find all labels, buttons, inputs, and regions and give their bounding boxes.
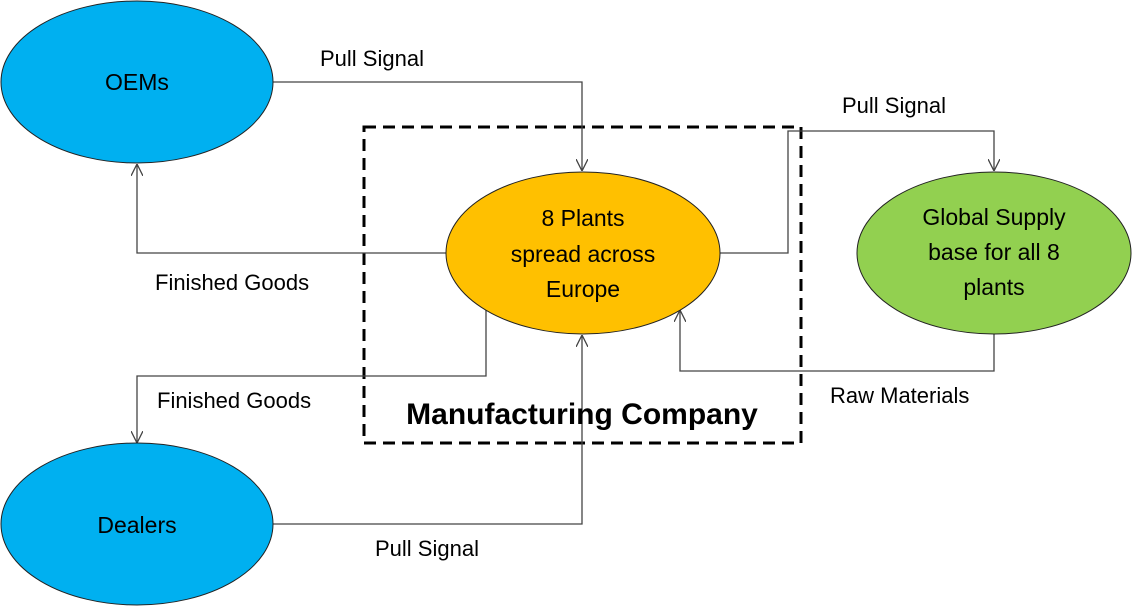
oems-ellipse — [0, 0, 274, 164]
boundary-label: Manufacturing Company — [406, 398, 758, 431]
label-supply-pull-signal: Pull Signal — [842, 93, 946, 118]
edge-oem-finished-goods — [137, 164, 446, 254]
label-oem-finished-goods: Finished Goods — [155, 270, 309, 295]
oems-label: OEMs — [105, 69, 169, 95]
supply-label-line-1: Global Supply — [922, 204, 1066, 230]
label-raw-materials: Raw Materials — [830, 383, 969, 408]
node-plants: 8 Plants spread across Europe — [445, 171, 721, 335]
plants-label-line-2: spread across — [511, 241, 655, 267]
node-global-supply: Global Supply base for all 8 plants — [856, 171, 1132, 335]
supply-label-line-2: base for all 8 — [928, 239, 1060, 265]
edge-raw-materials — [680, 310, 995, 372]
edge-dealer-pull-signal — [273, 335, 582, 525]
label-oem-pull-signal: Pull Signal — [320, 46, 424, 71]
plants-label-line-3: Europe — [546, 276, 620, 302]
node-dealers: Dealers — [0, 442, 274, 606]
edge-supply-pull-signal — [720, 130, 994, 254]
supply-ellipse — [856, 171, 1132, 335]
edge-oem-pull-signal — [273, 81, 582, 171]
edge-dealer-finished-goods — [137, 310, 487, 443]
label-dealer-pull-signal: Pull Signal — [375, 536, 479, 561]
dealers-label: Dealers — [97, 512, 176, 538]
dealers-ellipse — [0, 442, 274, 606]
node-oems: OEMs — [0, 0, 274, 164]
plants-label-line-1: 8 Plants — [541, 205, 624, 231]
plants-ellipse — [445, 171, 721, 335]
supply-label-line-3: plants — [963, 274, 1024, 300]
label-dealer-finished-goods: Finished Goods — [157, 388, 311, 413]
